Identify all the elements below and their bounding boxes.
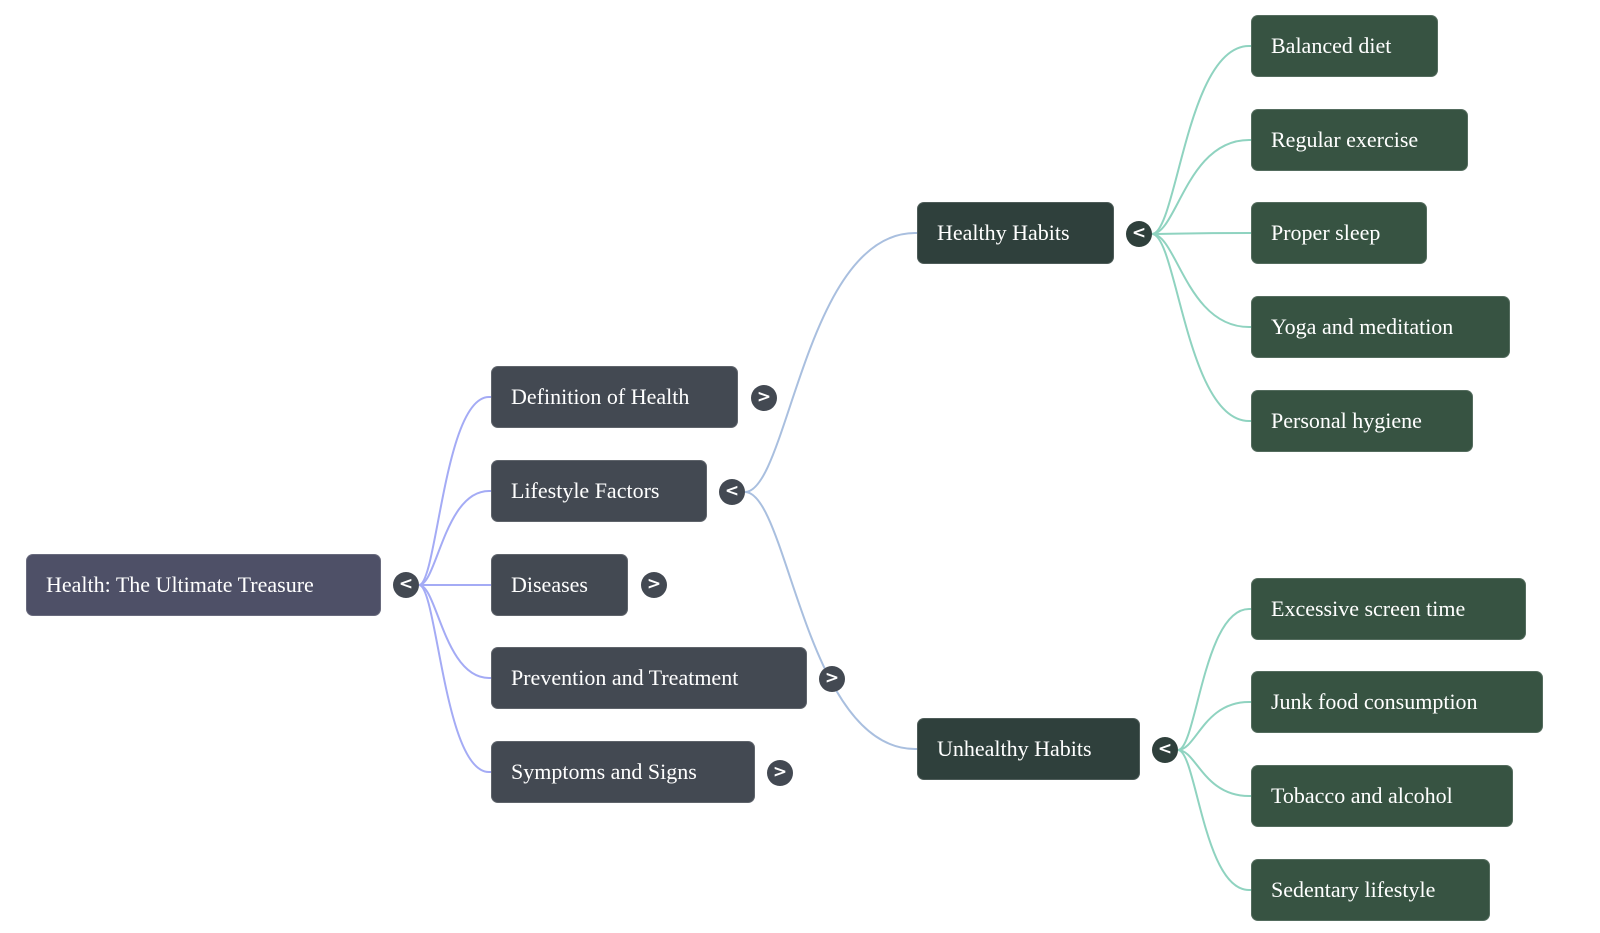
leaf-edge <box>1177 749 1251 891</box>
subbranch-node-unhealthy-habits[interactable]: Unhealthy Habits <box>917 718 1140 780</box>
leaf-label: Regular exercise <box>1271 127 1419 152</box>
leaf-label: Yoga and meditation <box>1271 314 1454 339</box>
leaf-node[interactable]: Excessive screen time <box>1251 578 1526 640</box>
collapse-toggle-icon[interactable]: < <box>1152 737 1178 763</box>
branch-node-lifestyle-factors[interactable]: Lifestyle Factors <box>491 460 707 522</box>
leaf-edge <box>1177 608 1251 751</box>
expand-toggle-icon[interactable]: > <box>819 666 845 692</box>
collapse-toggle-icon[interactable]: < <box>719 479 745 505</box>
collapse-toggle-icon[interactable]: < <box>1126 221 1152 247</box>
root-node[interactable]: Health: The Ultimate Treasure <box>26 554 381 616</box>
leaf-edge <box>1151 139 1251 235</box>
root-edge <box>418 584 491 679</box>
root-edge <box>418 584 491 773</box>
leaf-edge <box>1151 233 1251 328</box>
branch-node-prevention-and-treatment[interactable]: Prevention and Treatment <box>491 647 807 709</box>
expand-toggle-icon[interactable]: > <box>767 760 793 786</box>
leaf-node[interactable]: Junk food consumption <box>1251 671 1543 733</box>
leaf-label: Balanced diet <box>1271 33 1392 58</box>
leaf-label: Tobacco and alcohol <box>1271 783 1453 808</box>
leaf-label: Sedentary lifestyle <box>1271 877 1436 902</box>
root-edge <box>418 396 491 586</box>
root-node-label: Health: The Ultimate Treasure <box>46 572 314 597</box>
branch-label: Lifestyle Factors <box>511 478 660 503</box>
leaf-edge <box>1151 232 1251 235</box>
expand-toggle-icon[interactable]: > <box>751 385 777 411</box>
leaf-edge <box>1177 701 1251 751</box>
subbranch-node-healthy-habits[interactable]: Healthy Habits <box>917 202 1114 264</box>
leaf-node[interactable]: Proper sleep <box>1251 202 1427 264</box>
branch-label: Prevention and Treatment <box>511 665 739 690</box>
leaf-edge <box>1151 45 1251 235</box>
leaf-node[interactable]: Tobacco and alcohol <box>1251 765 1513 827</box>
subbranch-label: Unhealthy Habits <box>937 736 1092 761</box>
leaf-edge <box>1151 233 1251 422</box>
leaf-node[interactable]: Personal hygiene <box>1251 390 1473 452</box>
branch-node-diseases[interactable]: Diseases <box>491 554 628 616</box>
branch-node-definition-of-health[interactable]: Definition of Health <box>491 366 738 428</box>
leaf-node[interactable]: Yoga and meditation <box>1251 296 1510 358</box>
branch-label: Diseases <box>511 572 588 597</box>
branch-node-symptoms-and-signs[interactable]: Symptoms and Signs <box>491 741 755 803</box>
leaf-label: Personal hygiene <box>1271 408 1422 433</box>
leaf-label: Proper sleep <box>1271 220 1381 245</box>
leaf-label: Junk food consumption <box>1271 689 1478 714</box>
leaf-edge <box>1177 749 1251 797</box>
root-edge <box>418 490 491 586</box>
leaf-node[interactable]: Regular exercise <box>1251 109 1468 171</box>
branch-edge <box>744 491 917 750</box>
subbranch-label: Healthy Habits <box>937 220 1070 245</box>
branch-label: Symptoms and Signs <box>511 759 697 784</box>
expand-toggle-icon[interactable]: > <box>641 572 667 598</box>
leaf-label: Excessive screen time <box>1271 596 1466 621</box>
branch-edge <box>744 232 917 493</box>
root-collapse-toggle-icon[interactable]: < <box>393 572 419 598</box>
leaf-node[interactable]: Sedentary lifestyle <box>1251 859 1490 921</box>
branch-label: Definition of Health <box>511 384 690 409</box>
leaf-node[interactable]: Balanced diet <box>1251 15 1438 77</box>
